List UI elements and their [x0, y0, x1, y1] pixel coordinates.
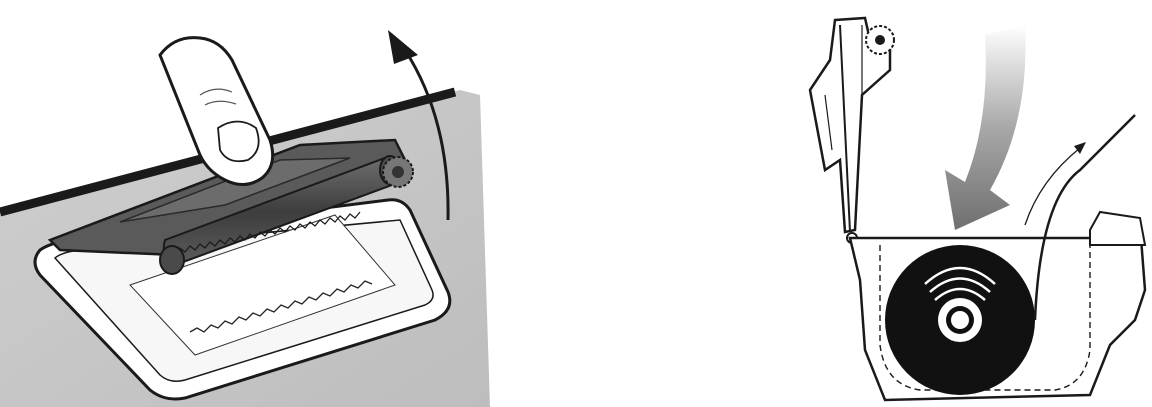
paper-feed-arrow-icon — [1025, 142, 1086, 225]
roller-removal-svg — [0, 0, 490, 407]
roller-removal-figure — [0, 0, 490, 407]
paper-loading-figure — [790, 0, 1152, 407]
printer-cover-icon — [810, 18, 894, 243]
paper-loading-svg — [790, 0, 1152, 407]
paper-roll-icon — [885, 245, 1035, 395]
close-cover-arrow-icon — [945, 25, 1026, 230]
